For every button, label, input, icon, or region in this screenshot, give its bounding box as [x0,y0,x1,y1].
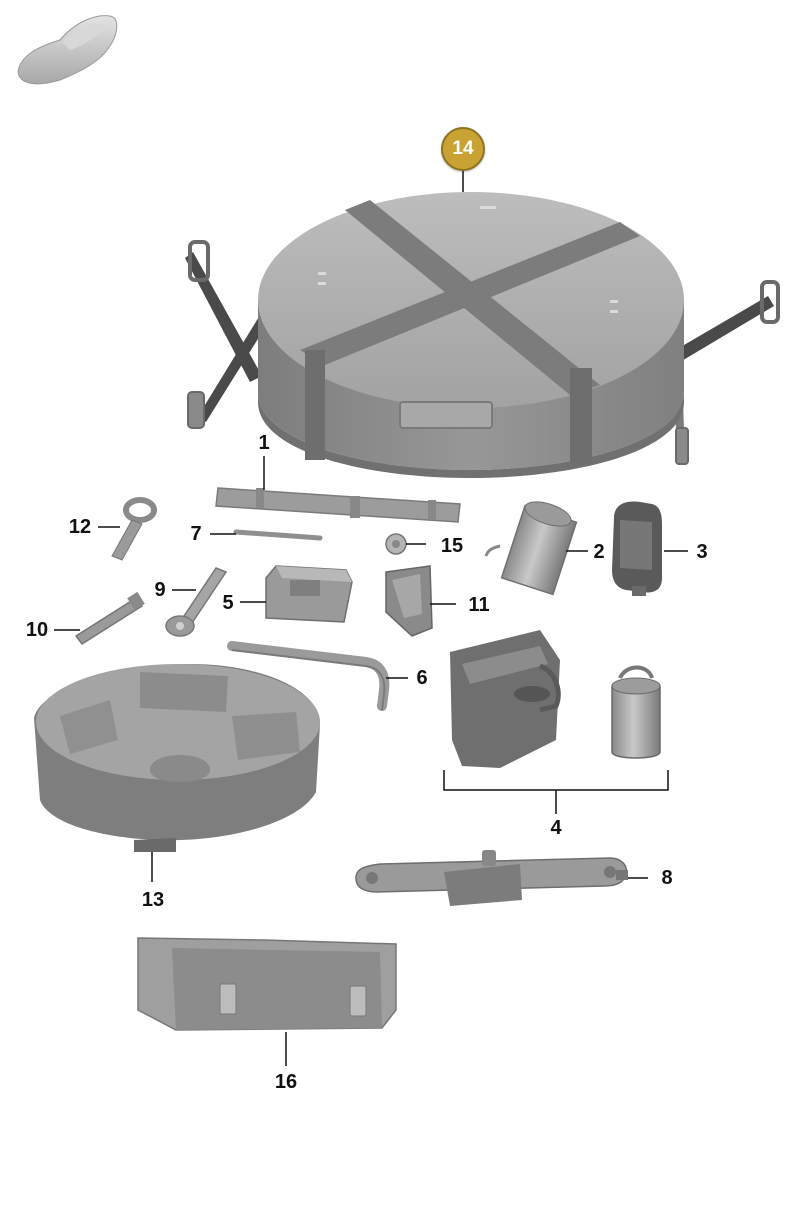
part-13-foam-tray [34,664,320,852]
leader-lines [54,170,688,1066]
callout-8[interactable]: 8 [661,867,673,889]
part-4-holder-assembly [450,630,661,768]
callout-10[interactable]: 10 [25,619,49,641]
callout-12[interactable]: 12 [68,516,92,538]
callout-6[interactable]: 6 [416,667,428,689]
callout-5[interactable]: 5 [222,592,234,614]
callout-15[interactable]: 15 [440,535,464,557]
part-15-cap [385,533,407,555]
leader-4 [443,770,669,791]
callout-4[interactable]: 4 [550,817,562,839]
part-11-bracket [385,565,433,637]
callout-9[interactable]: 9 [154,579,166,601]
callout-3[interactable]: 3 [696,541,708,563]
part-5-toolbox [265,565,353,623]
callout-1[interactable]: 1 [258,432,270,454]
part-6-bent-rod [227,641,390,711]
part-9-wrench [165,567,228,637]
part-10-bolt [74,591,145,646]
callout-11[interactable]: 11 [468,594,490,616]
callout-2[interactable]: 2 [593,541,605,563]
part-8-scissor-jack [355,850,628,906]
part-1-extension-bar [215,487,461,523]
part-16-storage-box [137,937,397,1031]
callout-14-highlight-badge[interactable]: 14 [441,127,485,171]
part-12-towing-eye [111,497,157,561]
callout-7[interactable]: 7 [190,523,202,545]
callout-16[interactable]: 16 [274,1071,298,1093]
part-14-wheel-cover [185,192,780,478]
part-3-compressor [612,501,662,596]
callout-13[interactable]: 13 [141,889,165,911]
part-7-pin [233,529,323,541]
car-silhouette-icon [17,15,118,85]
part-2-cylinder [484,501,578,596]
